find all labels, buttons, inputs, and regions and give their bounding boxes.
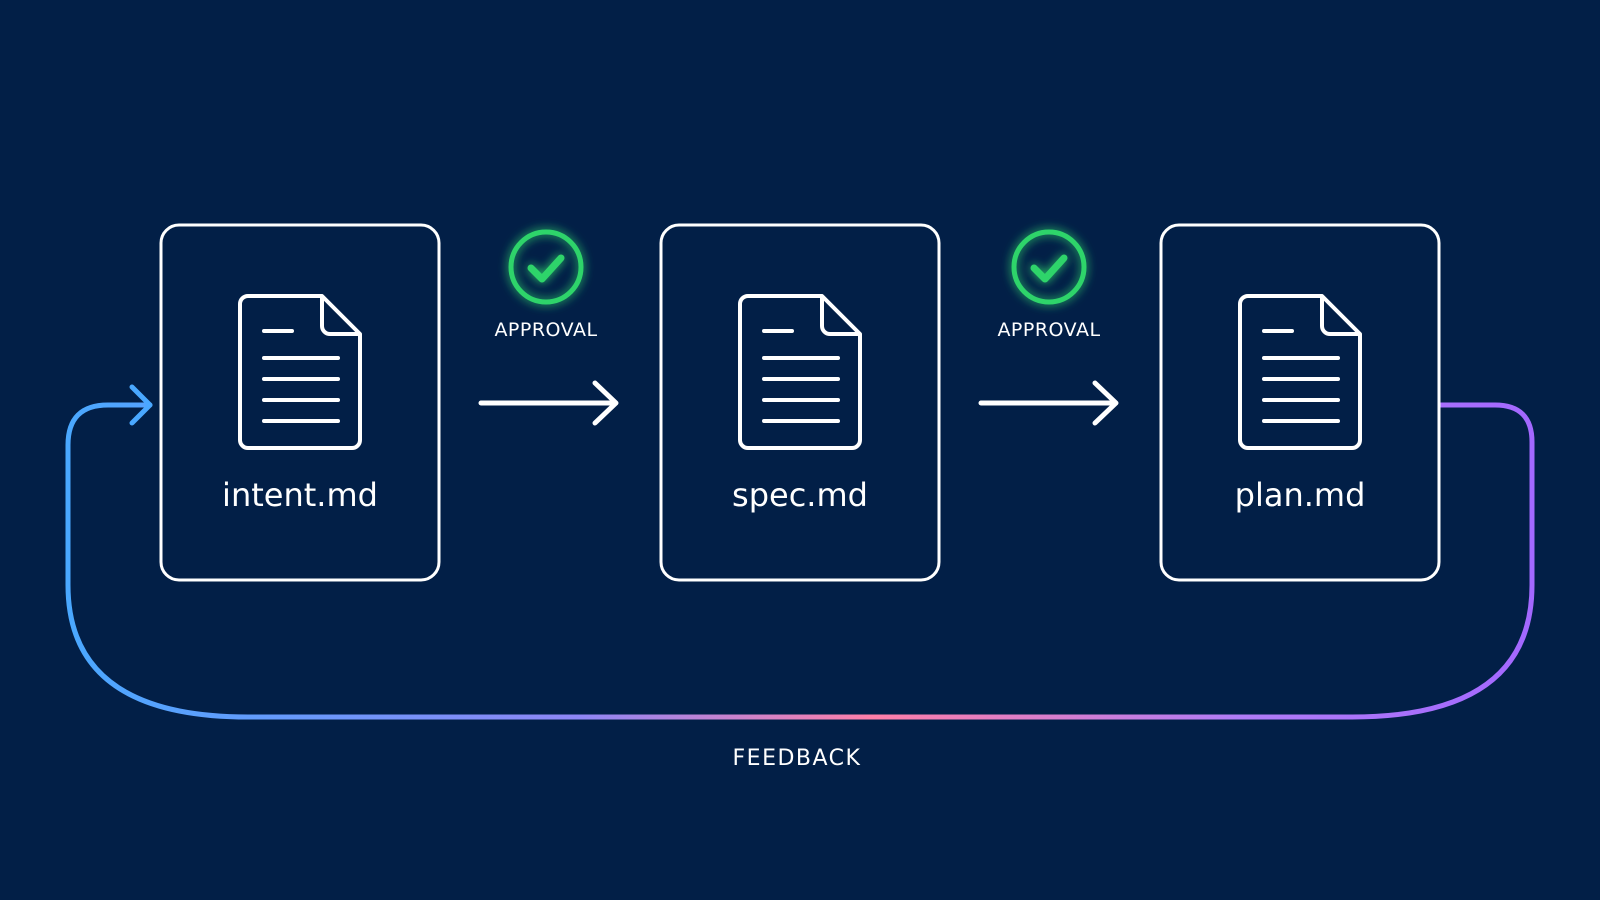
node-box bbox=[1159, 223, 1441, 582]
flow-arrow bbox=[478, 380, 619, 426]
node-intent: intent.md bbox=[159, 223, 441, 582]
arrow-right-icon bbox=[1092, 380, 1119, 426]
check-circle-icon bbox=[508, 229, 584, 305]
document-icon bbox=[1238, 294, 1362, 450]
approval-badge: APPROVAL bbox=[997, 229, 1100, 341]
node-spec: spec.md bbox=[659, 223, 941, 582]
feedback-path bbox=[65, 402, 1535, 720]
approval-label: APPROVAL bbox=[494, 319, 597, 341]
flow-arrow bbox=[978, 380, 1119, 426]
arrow-right-icon bbox=[592, 380, 619, 426]
document-icon bbox=[738, 294, 862, 450]
node-label: intent.md bbox=[222, 476, 378, 514]
feedback-loop: FEEDBACK bbox=[65, 384, 1535, 771]
document-icon bbox=[238, 294, 362, 450]
node-label: spec.md bbox=[732, 476, 868, 514]
node-box bbox=[659, 223, 941, 582]
feedback-arrowhead-icon bbox=[129, 384, 153, 426]
node-box bbox=[159, 223, 441, 582]
approval-badge: APPROVAL bbox=[494, 229, 597, 341]
check-circle-icon bbox=[1011, 229, 1087, 305]
feedback-label: FEEDBACK bbox=[733, 746, 862, 771]
node-label: plan.md bbox=[1235, 476, 1366, 514]
approval-label: APPROVAL bbox=[997, 319, 1100, 341]
node-plan: plan.md bbox=[1159, 223, 1441, 582]
